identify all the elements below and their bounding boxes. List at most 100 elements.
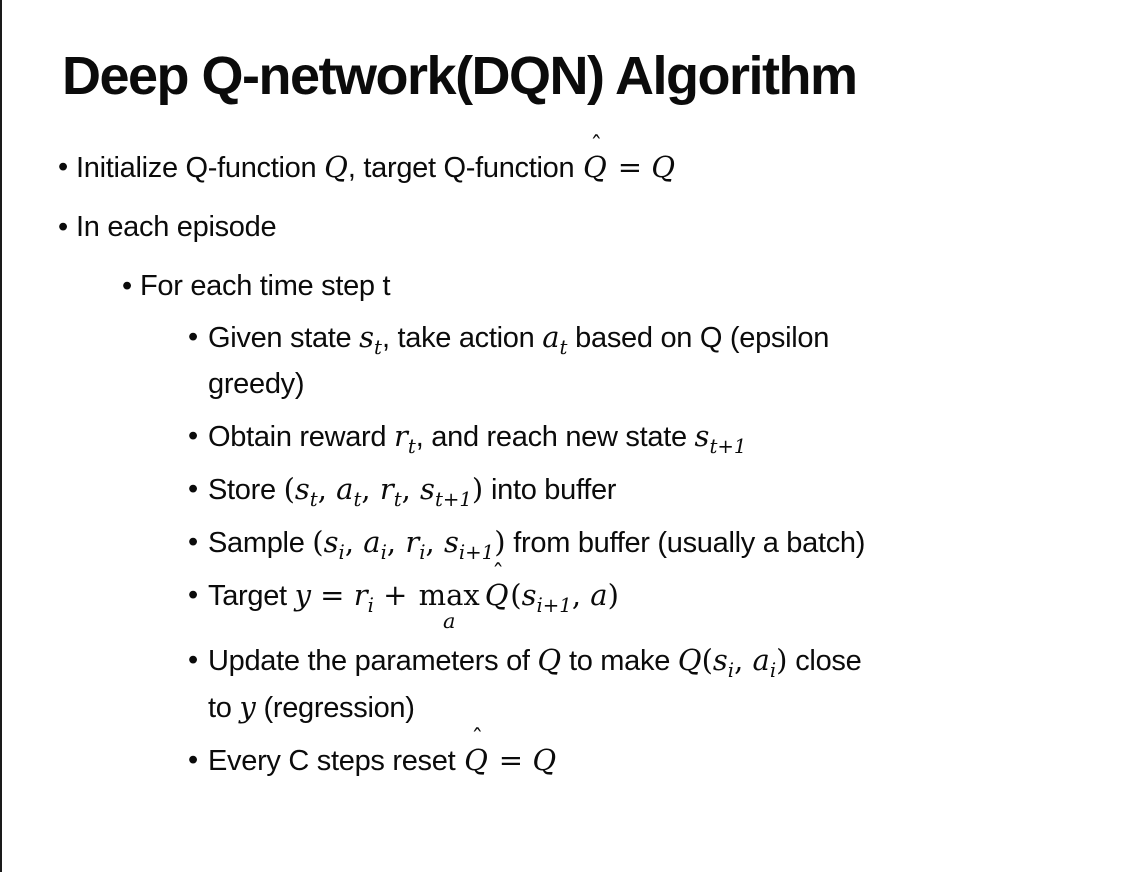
math-symbol: , — [425, 525, 444, 559]
math-var: s — [359, 320, 375, 354]
bullet-text: For each time step t — [140, 263, 1088, 309]
text-run: Given state — [208, 322, 360, 354]
math-symbol: = — [608, 150, 652, 184]
math-symbol: ( — [312, 525, 324, 559]
text-run: Sample — [208, 527, 313, 559]
text-run: close — [787, 645, 862, 677]
math-var: Q — [651, 150, 676, 184]
math-subscript: t — [559, 335, 568, 359]
math-symbol: ( — [701, 643, 713, 677]
math-var: r — [394, 419, 408, 453]
math-var: s — [294, 472, 310, 506]
bullet-marker: • — [58, 151, 68, 183]
bullet-item: •For each time step t — [122, 263, 1088, 309]
text-run: Every C steps reset — [208, 745, 464, 777]
math-var: Q — [677, 643, 702, 677]
math-subscript: i — [367, 593, 374, 617]
bullet-item: • Update the parameters of Q to make Q(si… — [188, 637, 1088, 731]
math-var: y — [239, 690, 256, 724]
math-subscript: i+1 — [536, 593, 572, 617]
text-run: For each time step t — [140, 270, 391, 302]
bullet-text: Sample (si, ai, ri, si+1) from buffer (u… — [208, 519, 1088, 566]
math-symbol: ) — [494, 525, 506, 559]
text-run: Obtain reward — [208, 421, 394, 453]
math-var: s — [443, 525, 459, 559]
math-subscript: t+1 — [434, 487, 472, 511]
math-symbol: ) — [607, 578, 619, 612]
math-var: Q — [484, 578, 509, 612]
hat-accent-icon: ˆ — [471, 724, 484, 753]
math-var: s — [420, 472, 435, 506]
bullet-text: Update the parameters of Q to make Q(si,… — [208, 637, 1088, 731]
math-var: r — [353, 578, 368, 612]
math-var: Q — [324, 150, 348, 184]
slide-left-border — [0, 0, 2, 872]
math-subscript: i — [380, 540, 387, 564]
math-symbol: , — [401, 472, 421, 506]
math-var: s — [323, 525, 339, 559]
math-symbol: = — [310, 578, 354, 612]
math-subscript: t — [309, 487, 318, 511]
bullet-marker: • — [122, 270, 132, 302]
math-symbol: , — [734, 643, 753, 677]
math-subscript: t — [374, 335, 382, 359]
math-var: a — [752, 643, 770, 677]
hat-accent-icon: ˆ — [492, 559, 504, 588]
math-var: a — [363, 525, 381, 559]
math-var: a — [590, 578, 608, 612]
bullet-item: •Obtain reward rt, and reach new state s… — [188, 413, 1088, 460]
math-subscript: t — [407, 434, 416, 458]
text-run: to — [208, 692, 240, 724]
max-under-var: a — [442, 609, 456, 633]
bullet-marker: • — [188, 644, 198, 676]
math-var: s — [712, 643, 728, 677]
math-var: s — [694, 419, 710, 453]
bullet-text: Obtain reward rt, and reach new state st… — [208, 413, 1088, 460]
math-subscript: i — [769, 658, 777, 682]
text-run: greedy) — [208, 368, 305, 400]
text-run: Update the parameters of — [208, 645, 538, 677]
slide-content: Deep Q-network(DQN) Algorithm •Initializ… — [58, 46, 1088, 784]
bullet-item: •Sample (si, ai, ri, si+1) from buffer (… — [188, 519, 1088, 566]
math-var: a — [542, 320, 560, 354]
math-symbol: + — [373, 578, 417, 612]
text-run: , take action — [381, 322, 543, 354]
bullet-text: Given state st, take action at based on … — [208, 314, 1088, 407]
slide-title: Deep Q-network(DQN) Algorithm — [62, 46, 858, 106]
bullet-item: •Store (st, at, rt, st+1) into buffer — [188, 466, 1088, 513]
math-symbol: ( — [283, 472, 295, 506]
text-run: In each episode — [76, 211, 277, 243]
bullet-marker: • — [58, 211, 68, 243]
math-symbol: ) — [471, 472, 484, 506]
math-subscript: i — [727, 658, 735, 682]
text-run: (regression) — [255, 692, 415, 724]
bullet-text: In each episode — [76, 204, 1088, 250]
math-subscript: t — [393, 487, 402, 511]
bullet-marker: • — [188, 420, 198, 452]
math-symbol: , — [317, 472, 337, 506]
math-subscript: i — [419, 540, 426, 564]
math-var: r — [379, 472, 394, 506]
bullet-marker: • — [188, 579, 198, 611]
bullet-item: •Given state st, take action at based on… — [188, 314, 1088, 407]
math-var: Q — [464, 743, 488, 777]
bullet-item: •In each episode — [58, 204, 1088, 250]
text-run: based on Q (epsilon — [567, 322, 830, 354]
bullet-marker: • — [188, 744, 198, 776]
math-symbol: , — [571, 578, 591, 612]
math-symbol: = — [489, 743, 533, 777]
bullet-text: Store (st, at, rt, st+1) into buffer — [208, 466, 1088, 513]
text-run: Initialize Q-function — [76, 152, 325, 184]
text-run: Store — [208, 474, 284, 506]
max-label: max — [418, 578, 480, 612]
math-subscript: t+1 — [709, 434, 747, 458]
hat-accent-icon: ˆ — [590, 131, 602, 160]
